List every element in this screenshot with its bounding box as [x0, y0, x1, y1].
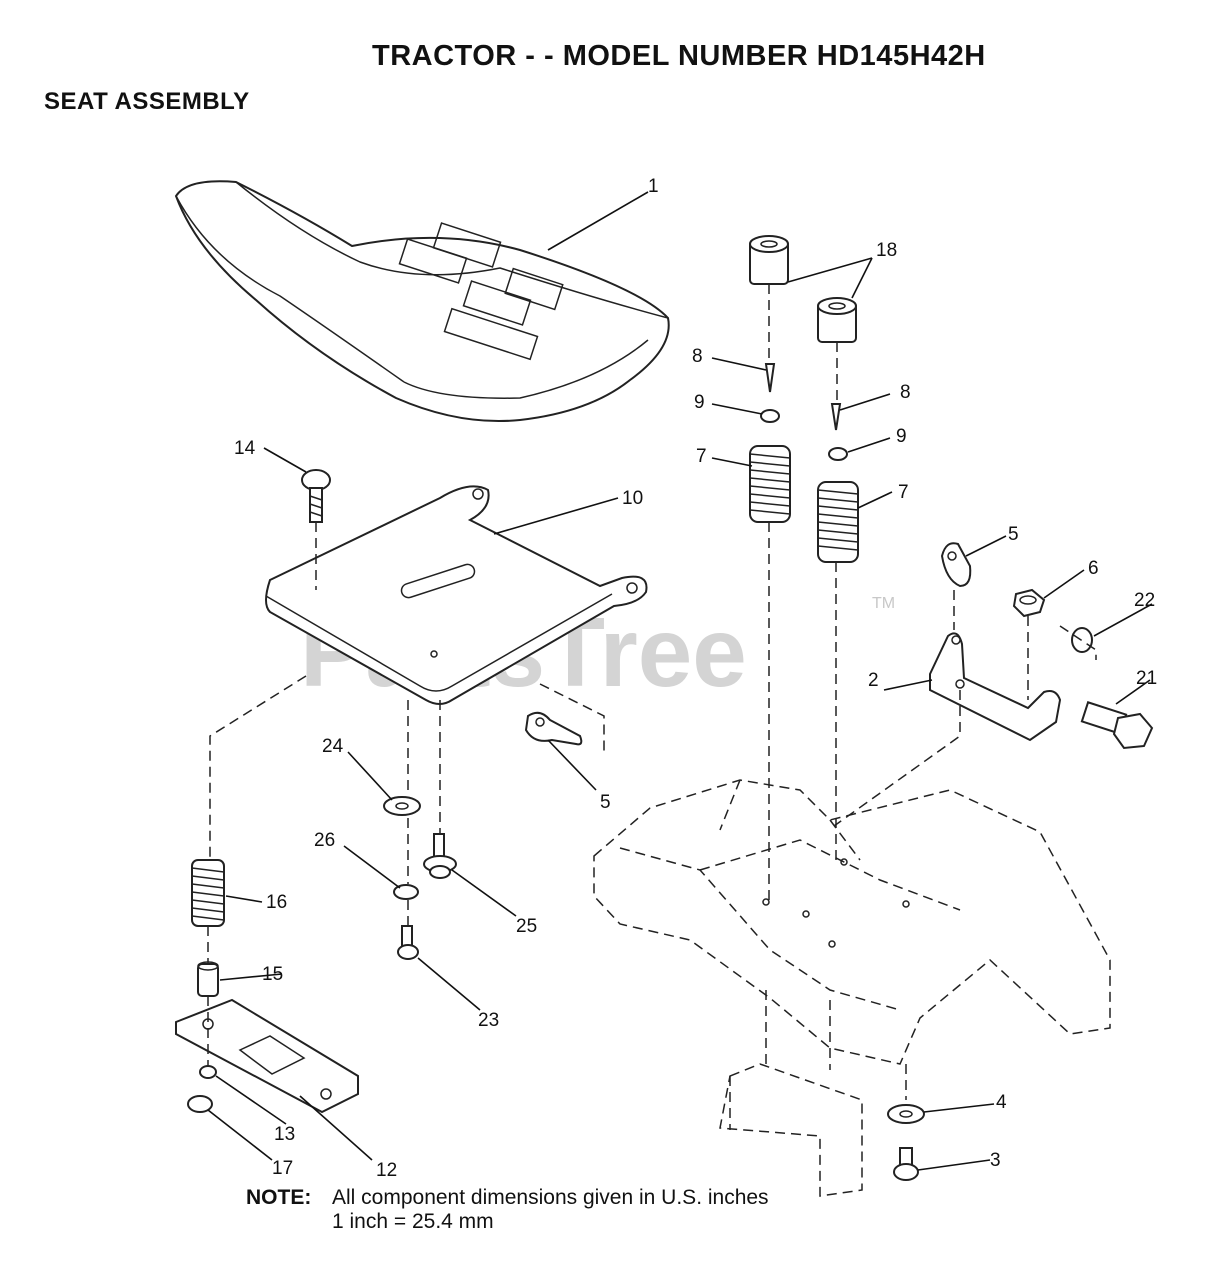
flange-bolt-25-part[interactable] — [423, 833, 457, 879]
washer-26-part[interactable] — [393, 884, 419, 900]
callout-18: 18 — [876, 240, 897, 261]
spacer-18-left-part[interactable] — [749, 235, 789, 285]
bracket-12-part[interactable] — [175, 998, 359, 1114]
callout-8-left: 8 — [692, 346, 703, 367]
bolt-23-part[interactable] — [397, 925, 419, 960]
callout-4: 4 — [996, 1092, 1007, 1113]
nut-17-part[interactable] — [187, 1095, 213, 1113]
callout-12: 12 — [376, 1160, 397, 1181]
diagram-title: TRACTOR - - MODEL NUMBER HD145H42H — [372, 40, 986, 72]
washer-24-part[interactable] — [383, 796, 421, 816]
callout-3: 3 — [990, 1150, 1001, 1171]
callout-10: 10 — [622, 488, 643, 509]
callout-7-right: 7 — [898, 482, 909, 503]
nut-6-part[interactable] — [1012, 588, 1046, 618]
callout-6: 6 — [1088, 558, 1099, 579]
spring-7-right-part[interactable] — [817, 481, 859, 563]
tractor-frame — [593, 779, 1111, 1197]
seat-pan-part[interactable] — [265, 485, 648, 705]
callout-21: 21 — [1136, 668, 1157, 689]
spacer-15-part[interactable] — [197, 961, 219, 997]
callout-23: 23 — [478, 1010, 499, 1031]
screw-8-left-part[interactable] — [764, 363, 776, 393]
dimension-note: NOTE: All component dimensions given in U… — [246, 1186, 769, 1234]
callout-7-left: 7 — [696, 446, 707, 467]
callout-24: 24 — [322, 736, 344, 757]
spring-7-left-part[interactable] — [749, 445, 791, 523]
bolt-13-part[interactable] — [199, 1065, 217, 1079]
callout-16: 16 — [266, 892, 287, 913]
callout-25: 25 — [516, 916, 537, 937]
note-line-1: All component dimensions given in U.S. i… — [332, 1186, 769, 1209]
note-line-2: 1 inch = 25.4 mm — [332, 1210, 494, 1233]
callout-9-left: 9 — [694, 392, 705, 413]
clip-left-part[interactable] — [524, 711, 583, 746]
washer-9-right-part[interactable] — [828, 447, 848, 461]
washer-22-part[interactable] — [1071, 627, 1093, 653]
callout-22: 22 — [1134, 590, 1155, 611]
callout-5-right: 5 — [1008, 524, 1019, 545]
note-label: NOTE: — [246, 1186, 312, 1209]
washer-9-left-part[interactable] — [760, 409, 780, 423]
section-title: SEAT ASSEMBLY — [44, 88, 250, 115]
callout-14: 14 — [234, 438, 256, 459]
bracket-2-part[interactable] — [929, 632, 1062, 742]
watermark-tm: TM — [872, 595, 895, 612]
callout-9-right: 9 — [896, 426, 907, 447]
callout-5-left: 5 — [600, 792, 611, 813]
bolt-3-part[interactable] — [893, 1147, 919, 1181]
callout-15: 15 — [262, 964, 283, 985]
callout-1: 1 — [648, 176, 659, 197]
callout-17: 17 — [272, 1158, 293, 1179]
spring-16-part[interactable] — [191, 859, 225, 927]
screw-8-right-part[interactable] — [830, 403, 842, 431]
washer-4-part[interactable] — [887, 1104, 925, 1124]
seat-part[interactable] — [174, 180, 670, 423]
bolt-21-part[interactable] — [1080, 701, 1154, 750]
callout-26: 26 — [314, 830, 335, 851]
callout-13: 13 — [274, 1124, 295, 1145]
callout-8-right: 8 — [900, 382, 911, 403]
callout-2: 2 — [868, 670, 879, 691]
clip-right-part[interactable] — [940, 542, 972, 588]
spacer-18-right-part[interactable] — [817, 297, 857, 343]
carriage-bolt-part[interactable] — [301, 469, 331, 523]
